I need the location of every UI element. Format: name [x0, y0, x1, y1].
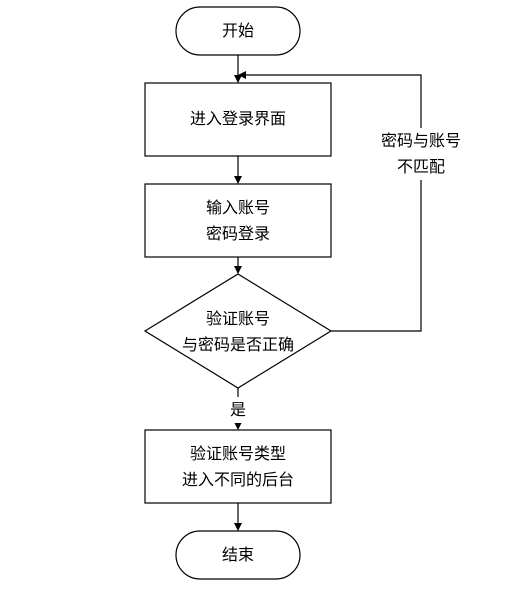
yes-label: 是 — [222, 397, 254, 423]
verify-type-line-2: 进入不同的后台 — [181, 470, 294, 489]
verify-type-line-1: 验证账号类型 — [189, 444, 286, 463]
mismatch-line-1: 密码与账号 — [380, 131, 461, 150]
mismatch-loop-line — [238, 71, 422, 332]
verify-line-1: 验证账号 — [205, 309, 270, 328]
mismatch-label: 密码与账号 不匹配 — [362, 128, 480, 180]
input-login-line-1: 输入账号 — [205, 198, 270, 217]
input-login-line-2: 密码登录 — [205, 224, 270, 243]
start-label: 开始 — [176, 18, 300, 44]
input-login-label: 输入账号 密码登录 — [145, 195, 331, 247]
end-text: 结束 — [221, 545, 254, 564]
verify-type-box — [144, 429, 332, 504]
end-terminal — [175, 530, 301, 580]
yes-text: 是 — [229, 400, 246, 419]
verify-label: 验证账号 与密码是否正确 — [145, 306, 331, 358]
enter-login-text: 进入登录界面 — [189, 109, 286, 128]
mismatch-line-2: 不匹配 — [396, 157, 445, 176]
start-text: 开始 — [221, 21, 254, 40]
enter-login-box — [144, 82, 332, 157]
end-label: 结束 — [176, 542, 300, 568]
verify-line-2: 与密码是否正确 — [181, 335, 294, 354]
enter-login-label: 进入登录界面 — [145, 106, 331, 132]
verify-type-label: 验证账号类型 进入不同的后台 — [145, 441, 331, 493]
